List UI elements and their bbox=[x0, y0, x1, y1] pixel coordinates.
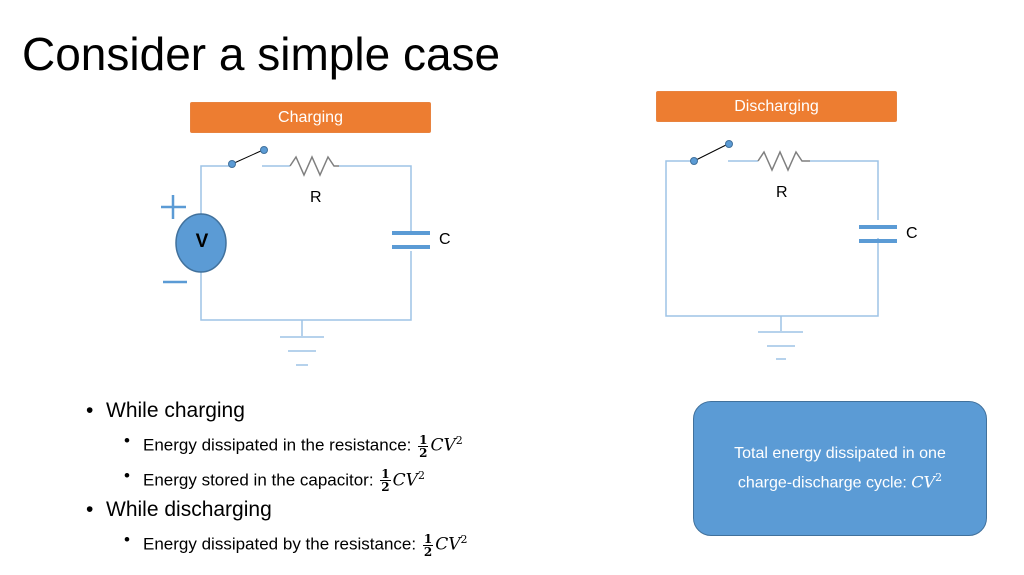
charging-resistor-label: R bbox=[310, 189, 322, 206]
voltage-source bbox=[175, 213, 227, 273]
discharging-circuit-diagram bbox=[665, 140, 897, 360]
charging-ground-icon bbox=[280, 320, 324, 366]
bullet-while-charging: While charging bbox=[86, 396, 626, 426]
discharging-capacitor-label: C bbox=[906, 225, 918, 242]
discharging-resistor bbox=[757, 150, 810, 172]
bullet-charging-dissipated: Energy dissipated in the resistance: 12C… bbox=[86, 426, 626, 461]
charging-resistor bbox=[289, 155, 339, 177]
bullet-while-discharging: While discharging bbox=[86, 495, 626, 525]
bullet-discharging-dissipated: Energy dissipated by the resistance: 12C… bbox=[86, 525, 626, 560]
plus-sign-icon bbox=[161, 195, 186, 219]
discharging-ground-icon bbox=[758, 316, 803, 360]
charging-capacitor-label: C bbox=[439, 231, 451, 248]
discharging-label: Discharging bbox=[656, 91, 897, 122]
summary-exp: 2 bbox=[935, 470, 943, 484]
discharging-resistor-label: R bbox=[776, 184, 788, 201]
bullet-list: While charging Energy dissipated in the … bbox=[86, 396, 626, 560]
discharging-wires bbox=[665, 160, 879, 317]
summary-line-1: Total energy dissipated in one bbox=[734, 444, 946, 462]
discharging-capacitor bbox=[859, 225, 897, 243]
summary-line-2: charge-discharge cycle: bbox=[737, 474, 912, 492]
charging-wires bbox=[200, 165, 412, 321]
source-label: V bbox=[195, 231, 209, 252]
discharging-switch bbox=[690, 140, 733, 165]
charging-circuit-diagram bbox=[161, 146, 430, 366]
summary-expr: CV bbox=[911, 472, 936, 492]
slide-title: Consider a simple case bbox=[22, 28, 501, 80]
charging-capacitor bbox=[392, 231, 430, 249]
summary-box: Total energy dissipated in one charge-di… bbox=[693, 401, 987, 536]
charging-switch bbox=[228, 146, 268, 168]
charging-label: Charging bbox=[190, 102, 431, 133]
